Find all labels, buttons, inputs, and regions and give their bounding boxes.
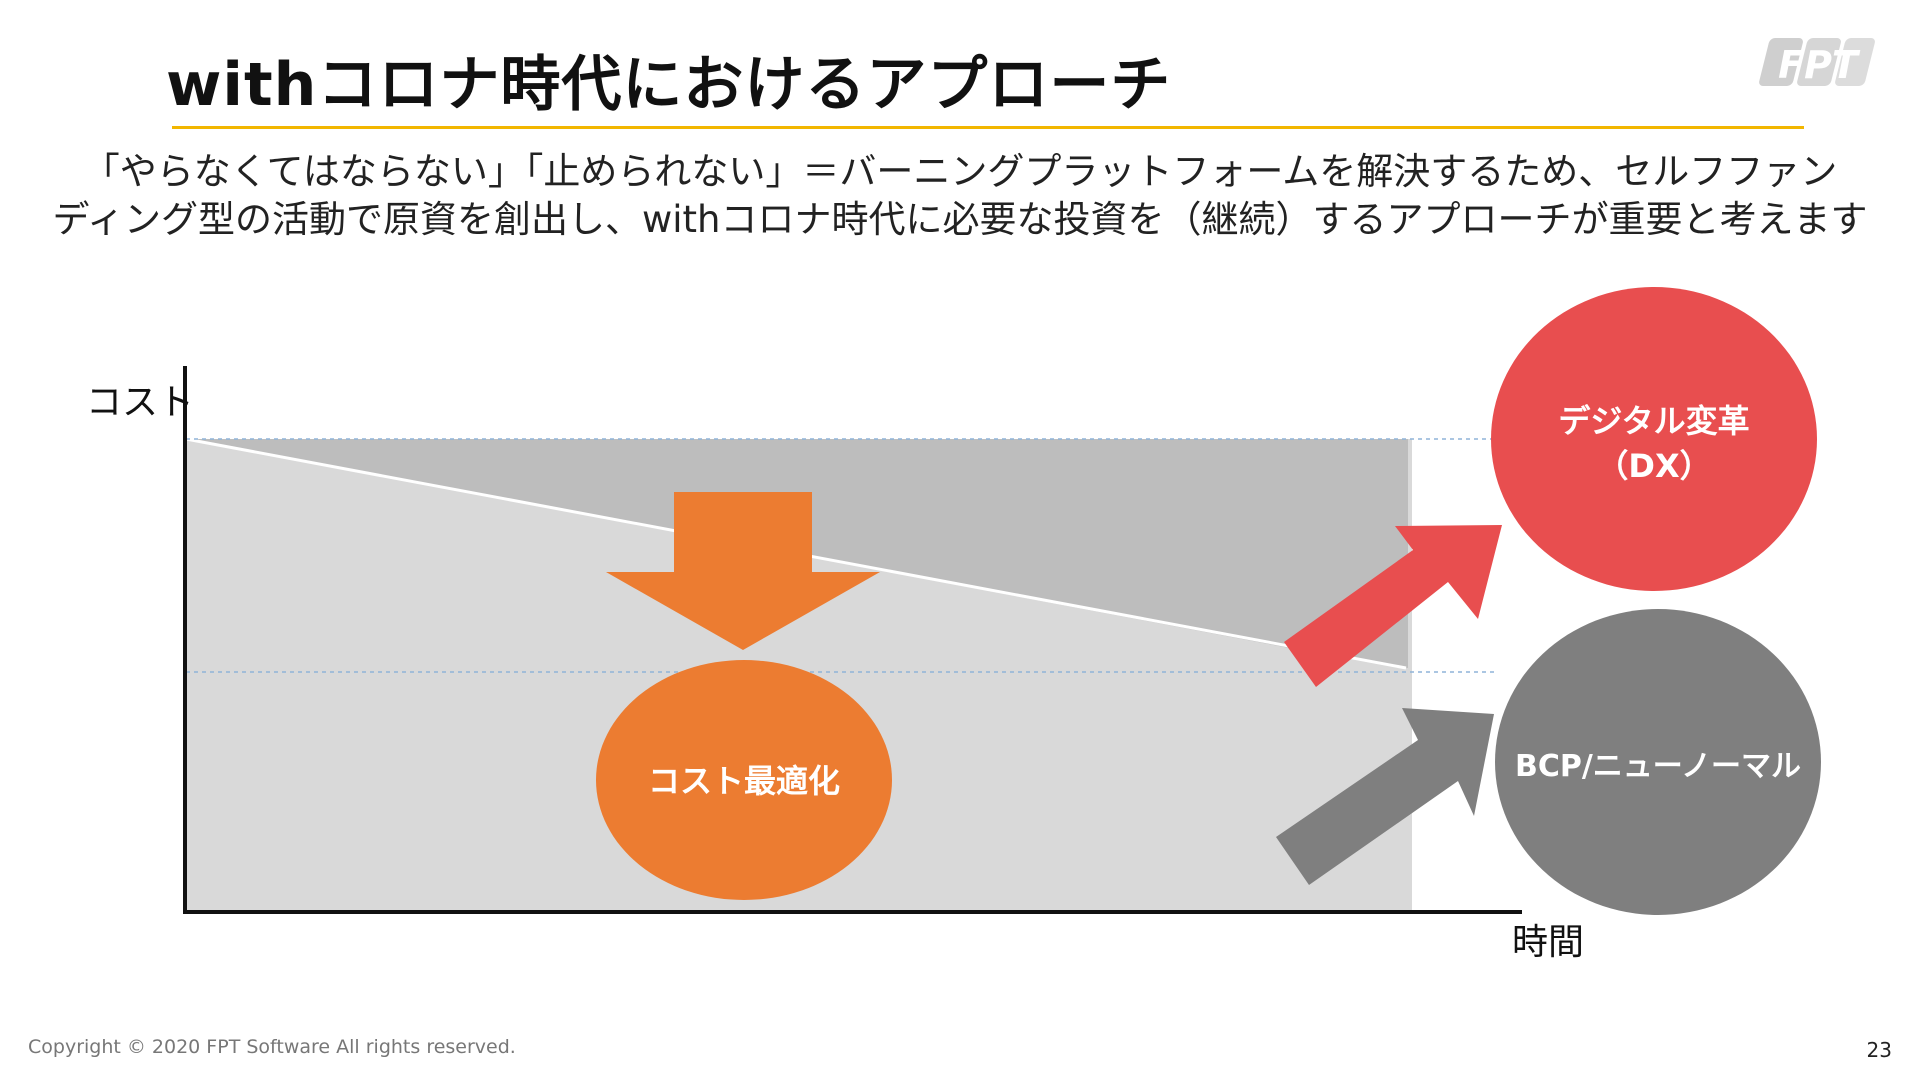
dx-arrow	[1284, 525, 1502, 687]
bcp-label: BCP/ニューノーマル	[1515, 749, 1801, 784]
dx-circle	[1491, 287, 1817, 591]
bcp-circle	[1495, 609, 1821, 915]
subtitle-line-2: ディング型の活動で原資を創出し、withコロナ時代に必要な投資を（継続）するアプ…	[52, 198, 1868, 241]
subtitle-line-1: 「やらなくてはならない」「止められない」＝バーニングプラットフォームを解決するた…	[82, 150, 1838, 193]
dx-label-line-2: （DX）	[1596, 447, 1711, 485]
bcp-arrow	[1276, 708, 1494, 885]
slide-title: withコロナ時代におけるアプローチ	[166, 50, 1172, 120]
x-axis-label: 時間	[1512, 922, 1584, 963]
cost-optimization-circle	[596, 660, 892, 900]
copyright-text: Copyright © 2020 FPT Software All rights…	[28, 1036, 516, 1058]
logo-text: FPT	[1778, 43, 1861, 87]
subtitle: 「やらなくてはならない」「止められない」＝バーニングプラットフォームを解決するた…	[40, 148, 1880, 244]
page-number: 23	[1866, 1038, 1892, 1062]
cost-optimization-label: コスト最適化	[648, 762, 840, 800]
fpt-logo: FPT	[1759, 38, 1875, 87]
y-axis-label: コスト	[86, 382, 194, 423]
dx-label-line-1: デジタル変革	[1558, 402, 1749, 440]
title-underline	[172, 126, 1804, 129]
cost-down-arrow	[606, 492, 880, 650]
